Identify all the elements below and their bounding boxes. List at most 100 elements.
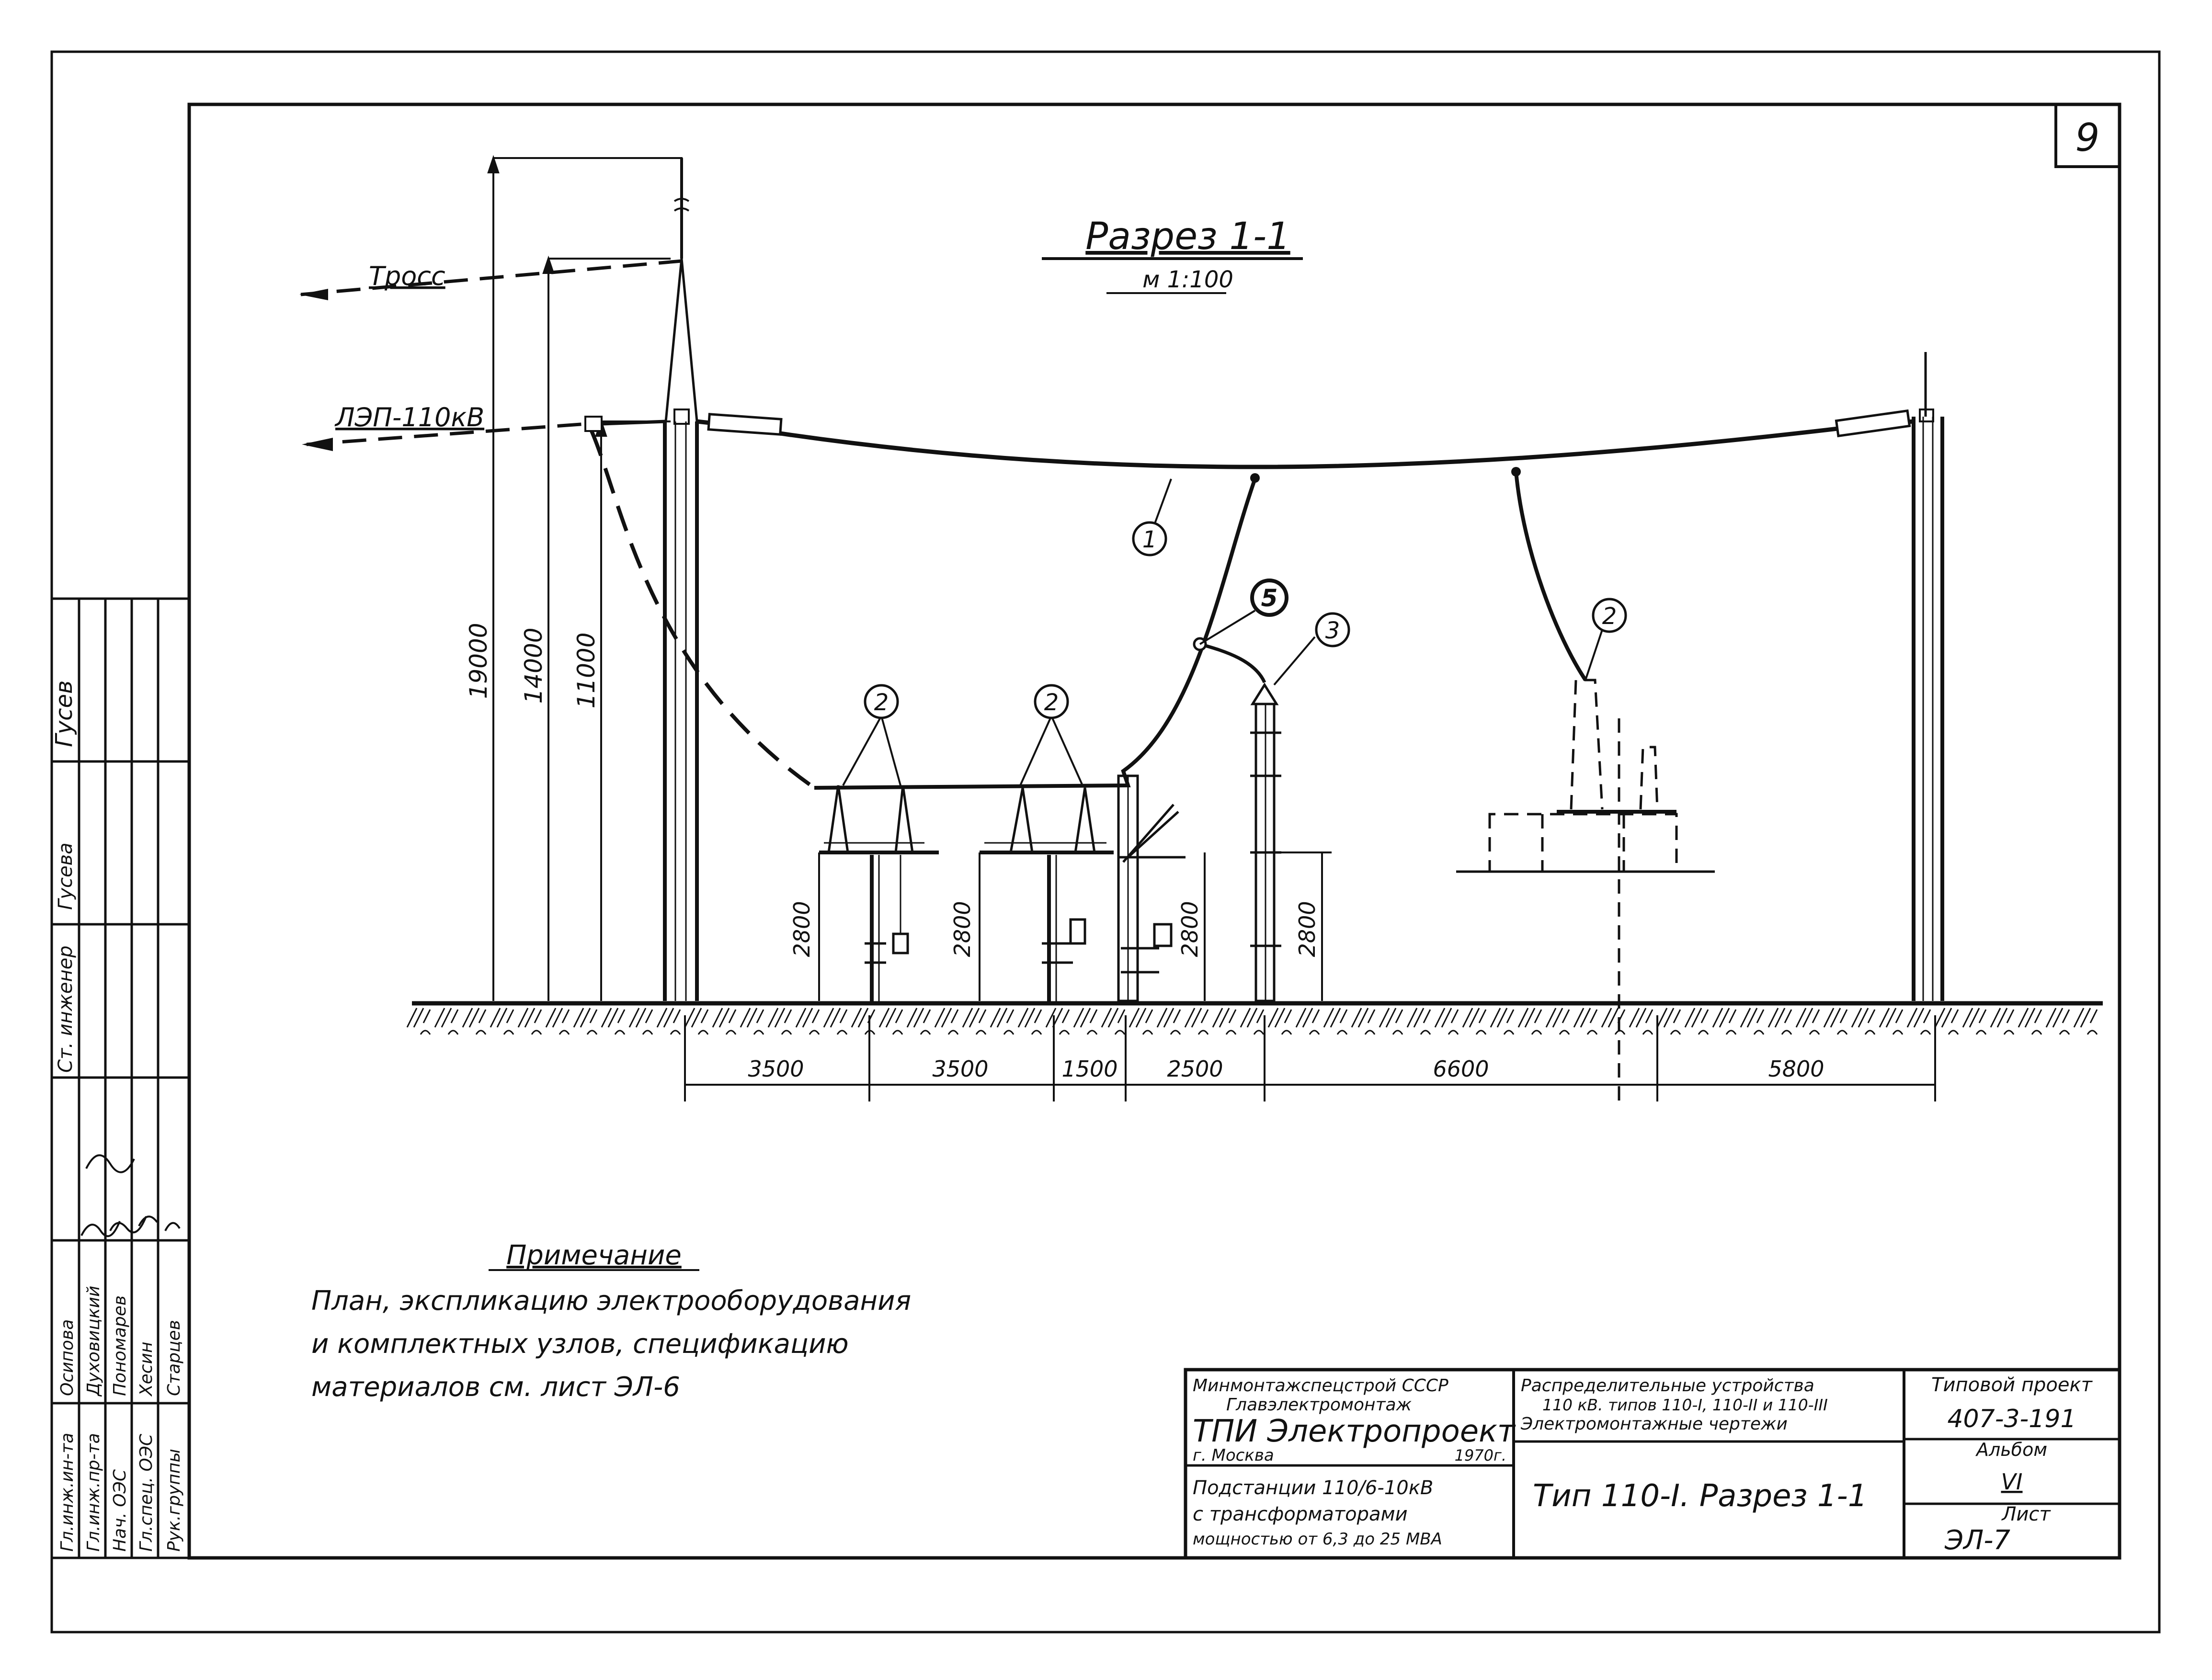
ground-hatch-mark — [740, 1008, 764, 1035]
lep-arrow — [302, 438, 333, 451]
ground-hatch-mark — [990, 1008, 1015, 1035]
callout-2-circle-c — [1592, 598, 1627, 633]
ground-hatch-mark — [1379, 1008, 1403, 1035]
dim-1500: 1500 — [1061, 1056, 1117, 1082]
ground-hatch-mark — [1240, 1008, 1265, 1035]
stamp-org3: ТПИ Электропроект — [1193, 1414, 1516, 1449]
ground-hatch-mark — [1295, 1008, 1320, 1035]
ground-hatch-mark — [462, 1008, 487, 1035]
insulator-left — [707, 413, 783, 436]
dim-14000: 14000 — [520, 627, 547, 704]
ground-hatch-mark — [1212, 1008, 1237, 1035]
signature-scribbles — [80, 1154, 181, 1237]
sig-name-3: Пономарев — [110, 1295, 130, 1396]
stamp-project-number: 407-3-191 — [1947, 1405, 2076, 1433]
ground-hatch-mark — [1601, 1008, 1626, 1035]
ground-hatch-mark — [1629, 1008, 1653, 1035]
ground-hatch-mark — [573, 1008, 598, 1035]
ground-hatch-mark — [878, 1008, 903, 1035]
ground-hatch-mark — [823, 1008, 848, 1035]
callout-3-circle — [1315, 612, 1350, 647]
incoming-line-lep — [306, 422, 587, 446]
ground-hatch-mark — [1129, 1008, 1153, 1035]
dim-19000: 19000 — [465, 623, 492, 699]
ground-hatch-mark — [934, 1008, 959, 1035]
sig-role-1: Гл.инж.ин-та — [57, 1433, 77, 1552]
tross-arrow — [299, 289, 328, 300]
ground-hatch-mark — [628, 1008, 653, 1035]
stamp-title2: 110 кВ. типов 110-I, 110-II и 110-III — [1542, 1396, 1828, 1414]
stamp-title1: Распределительные устройства — [1521, 1376, 1814, 1396]
earthing-switch — [1117, 774, 1186, 1002]
ground-hatch-mark — [2073, 1008, 2098, 1035]
dim-2800-a: 2800 — [789, 901, 815, 957]
stamp-sheet-title: Тип 110-I. Разрез 1-1 — [1533, 1478, 1867, 1514]
ground-hatch-mark — [684, 1008, 709, 1035]
ground-hatch-mark — [1684, 1008, 1709, 1035]
ground-hatch-mark — [1795, 1008, 1820, 1035]
note-title: Примечание — [506, 1240, 682, 1271]
ground-hatch-mark — [601, 1008, 626, 1035]
dim-2800-d: 2800 — [1294, 901, 1320, 957]
ground-hatch-mark — [1045, 1008, 1070, 1035]
sig-name-5: Старцев — [164, 1320, 184, 1396]
insulator-right — [1835, 409, 1911, 438]
ground-hatch-mark — [2018, 1008, 2042, 1035]
sheet-number: 9 — [2075, 115, 2100, 160]
dim-2500: 2500 — [1167, 1056, 1223, 1082]
section-title: Разрез 1-1 — [1085, 215, 1290, 258]
ground-hatch-mark — [1573, 1008, 1598, 1035]
ground-hatch-mark — [1962, 1008, 1987, 1035]
stamp-album-label: Альбом — [1975, 1439, 2047, 1460]
stamp-year: 1970г. — [1455, 1446, 1506, 1464]
ground-hatch-mark — [1490, 1008, 1515, 1035]
sig-upper-signature: Гусев — [51, 681, 78, 747]
ground-hatch-mark — [490, 1008, 514, 1035]
callout-5-circle — [1250, 579, 1288, 617]
ground-hatch-mark — [906, 1008, 931, 1035]
section-scale: м 1:100 — [1142, 266, 1233, 293]
stamp-object1: Подстанции 110/6-10кВ — [1193, 1477, 1433, 1499]
note-line-1: План, экспликацию электрооборудования — [311, 1285, 911, 1317]
ground-hatching — [406, 1008, 2098, 1035]
ground-hatch-mark — [1934, 1008, 1959, 1035]
ground-hatch-mark — [1156, 1008, 1181, 1035]
left-portal-tower — [663, 158, 699, 1001]
tross-label: Тросс — [369, 261, 445, 291]
ground-hatch-mark — [1823, 1008, 1848, 1035]
horizontal-dimensions — [684, 1015, 1936, 1101]
stamp-project-label: Типовой проект — [1931, 1374, 2093, 1396]
dim-3500-a: 3500 — [748, 1056, 804, 1082]
callout-3: 3 — [1325, 617, 1340, 644]
note-line-3: материалов см. лист ЭЛ-6 — [311, 1372, 680, 1403]
ground-hatch-mark — [1545, 1008, 1570, 1035]
ground-hatch-mark — [851, 1008, 876, 1035]
callout-5: 5 — [1261, 584, 1278, 612]
ground-hatch-mark — [767, 1008, 792, 1035]
ground-hatch-mark — [517, 1008, 542, 1035]
stamp-object2: с трансформаторами — [1193, 1503, 1408, 1525]
stamp-list-number: ЭЛ-7 — [1944, 1525, 2010, 1556]
stamp-city: г. Москва — [1193, 1446, 1274, 1465]
height-dimensions — [487, 155, 683, 1001]
ground-hatch-mark — [1990, 1008, 2015, 1035]
dim-6600: 6600 — [1433, 1056, 1489, 1082]
dashed-drop-left — [590, 430, 816, 790]
stamp-org2: Главэлектромонтаж — [1226, 1395, 1412, 1415]
ground-hatch-mark — [1434, 1008, 1459, 1035]
signature-block-grid — [50, 597, 191, 1559]
lower-busbar — [814, 478, 1257, 790]
callout-2-circle-b — [1034, 684, 1069, 719]
lep-label: ЛЭП-110кВ — [334, 402, 484, 432]
ground-hatch-mark — [1851, 1008, 1876, 1035]
ground-hatch-mark — [1740, 1008, 1765, 1035]
ground-hatch-mark — [1184, 1008, 1209, 1035]
ground-hatch-mark — [1462, 1008, 1487, 1035]
dim-3500-b: 3500 — [932, 1056, 988, 1082]
sig-role-3: Нач. ОЭС — [110, 1469, 130, 1552]
ground-hatch-mark — [545, 1008, 570, 1035]
ground-hatch-mark — [1656, 1008, 1681, 1035]
callout-2-a: 2 — [874, 689, 889, 716]
equipment-height-dims — [818, 851, 1332, 1001]
